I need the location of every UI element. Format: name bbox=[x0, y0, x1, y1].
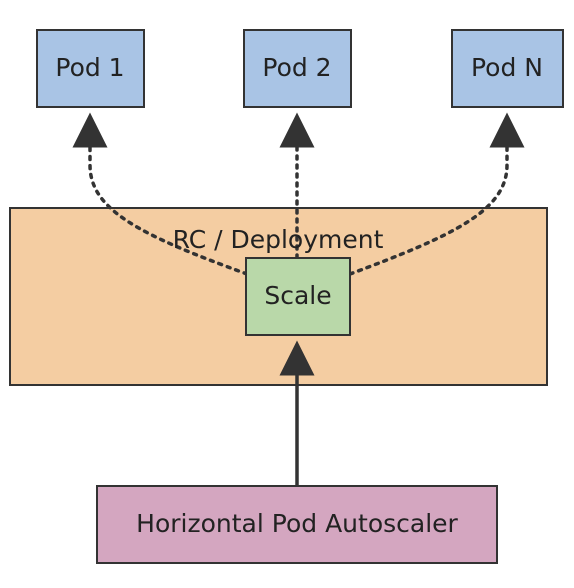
autoscaler-box: Horizontal Pod Autoscaler bbox=[96, 485, 498, 564]
deployment-label: RC / Deployment bbox=[173, 225, 384, 254]
pod-n-label: Pod N bbox=[471, 53, 543, 82]
pod-1-label: Pod 1 bbox=[55, 53, 124, 82]
scale-box: Scale bbox=[245, 257, 351, 336]
scale-to-pod-n-arrow bbox=[348, 112, 525, 276]
scale-label: Scale bbox=[264, 281, 331, 310]
autoscaler-label: Horizontal Pod Autoscaler bbox=[136, 509, 458, 538]
pod-2-label: Pod 2 bbox=[262, 53, 331, 82]
scale-to-pod-1-arrow bbox=[72, 112, 249, 276]
pod-2-box: Pod 2 bbox=[243, 29, 352, 108]
pod-1-box: Pod 1 bbox=[36, 29, 145, 108]
pod-n-box: Pod N bbox=[451, 29, 564, 108]
